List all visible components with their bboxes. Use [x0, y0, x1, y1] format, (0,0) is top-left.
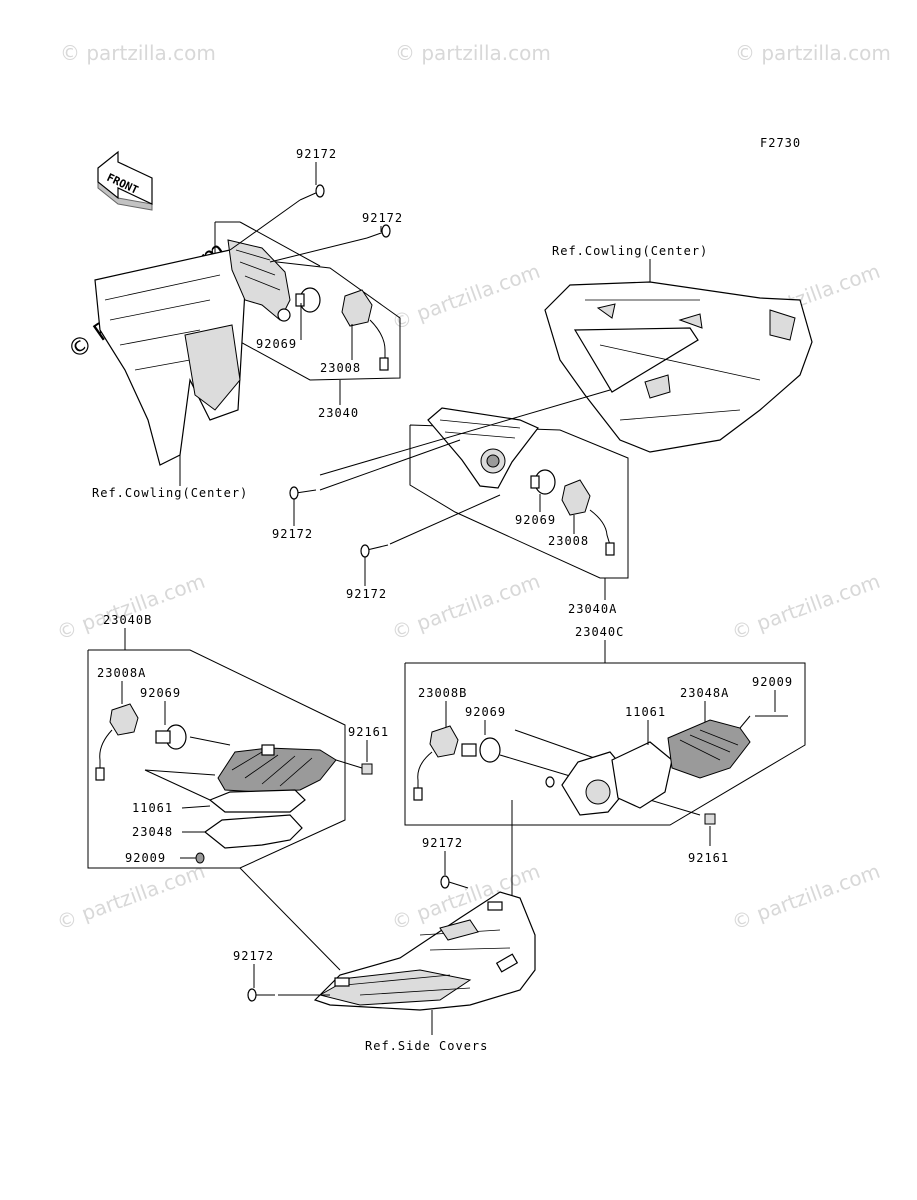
- screw-92172-c: [289, 486, 317, 500]
- watermark: © partzilla.com: [389, 569, 544, 645]
- turn-signal-23040c: [545, 719, 751, 816]
- part-label[interactable]: 92069: [465, 705, 506, 719]
- part-label[interactable]: 92172: [233, 949, 274, 963]
- screw-92172-b: [366, 224, 391, 239]
- socket-23008b: [413, 725, 459, 801]
- part-label[interactable]: 23040A: [568, 602, 617, 616]
- screw-92172-d: [360, 544, 389, 558]
- watermark: © partzilla.com: [395, 41, 551, 65]
- part-label[interactable]: 23008A: [97, 666, 146, 680]
- part-label[interactable]: 11061: [132, 801, 173, 815]
- screw-92009: [195, 852, 205, 864]
- watermark: © partzilla.com: [735, 41, 891, 65]
- ref-cowling-center-top[interactable]: Ref.Cowling(Center): [552, 244, 708, 258]
- watermark: © partzilla.com: [729, 569, 884, 645]
- watermark: © partzilla.com: [54, 569, 209, 645]
- diagram-code: F2730: [760, 136, 801, 150]
- part-label[interactable]: 23048: [132, 825, 173, 839]
- part-label[interactable]: 92161: [348, 725, 389, 739]
- part-label[interactable]: 92172: [362, 211, 403, 225]
- turn-signal-23040b: [204, 744, 337, 849]
- screw-92172-f: [247, 988, 275, 1002]
- turn-signal-23040a: [427, 407, 539, 489]
- bulb-92069-c: [155, 724, 187, 750]
- watermark: © partzilla.com: [60, 41, 216, 65]
- assembly-23040b-outline: [87, 649, 346, 869]
- part-label[interactable]: 23008B: [418, 686, 467, 700]
- part-label[interactable]: 92172: [422, 836, 463, 850]
- part-label[interactable]: 23040B: [103, 613, 152, 627]
- screw-92172-e: [440, 875, 469, 889]
- part-label[interactable]: 23008: [320, 361, 361, 375]
- part-label[interactable]: 23008: [548, 534, 589, 548]
- part-label[interactable]: 92172: [272, 527, 313, 541]
- part-label[interactable]: 92172: [296, 147, 337, 161]
- part-label[interactable]: 92069: [256, 337, 297, 351]
- bulb-92069: [295, 287, 321, 313]
- bulb-92069-b: [530, 469, 556, 495]
- part-label[interactable]: 92172: [346, 587, 387, 601]
- watermark: © partzilla.com: [54, 859, 209, 935]
- part-label[interactable]: 92009: [752, 675, 793, 689]
- part-label[interactable]: 92069: [140, 686, 181, 700]
- socket-23008: [341, 289, 389, 371]
- assembly-23040c-outline: [404, 662, 806, 826]
- part-label[interactable]: 23040: [318, 406, 359, 420]
- assembly-23040: [94, 184, 401, 466]
- part-label[interactable]: 92069: [515, 513, 556, 527]
- part-label[interactable]: 23048A: [680, 686, 729, 700]
- front-arrow-icon: FRONT: [97, 150, 153, 211]
- side-cover-ref: [313, 891, 536, 1011]
- watermark: © partzilla.com: [389, 259, 544, 335]
- socket-23008a: [95, 703, 139, 781]
- nut-92161: [361, 763, 373, 775]
- bulb-92069-d: [461, 737, 501, 763]
- socket-23008-b: [561, 479, 615, 556]
- watermark: © partzilla.com: [729, 859, 884, 935]
- part-label[interactable]: 92009: [125, 851, 166, 865]
- part-label[interactable]: 23040C: [575, 625, 624, 639]
- part-label[interactable]: 11061: [625, 705, 666, 719]
- assembly-23040a-outline: [409, 424, 629, 579]
- nut-92161-b: [704, 813, 716, 825]
- cowling-center-ref: [544, 281, 813, 453]
- ref-cowling-center-left[interactable]: Ref.Cowling(Center): [92, 486, 248, 500]
- screw-92172-a: [299, 184, 325, 201]
- ref-side-covers[interactable]: Ref.Side Covers: [365, 1039, 488, 1053]
- part-label[interactable]: 92161: [688, 851, 729, 865]
